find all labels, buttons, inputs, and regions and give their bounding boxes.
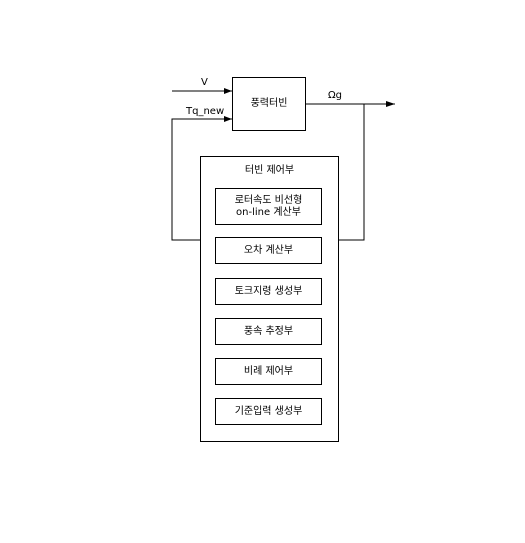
torque-command-label: 토크지령 생성부 bbox=[234, 285, 303, 297]
v-arrowhead bbox=[224, 88, 232, 94]
error-calc-module: 오차 계산부 bbox=[215, 237, 322, 264]
reference-input-label: 기준입력 생성부 bbox=[234, 405, 303, 417]
v-label: V bbox=[201, 77, 208, 88]
output-arrowhead bbox=[386, 101, 395, 107]
torque-command-module: 토크지령 생성부 bbox=[215, 278, 322, 305]
omega-label: Ωg bbox=[328, 90, 342, 101]
wind-speed-estimator-module: 풍속 추정부 bbox=[215, 318, 322, 345]
error-calc-label: 오차 계산부 bbox=[243, 244, 294, 256]
rotor-speed-calc-module: 로터속도 비선형 on-line 계산부 bbox=[215, 188, 322, 225]
tq-new-label: Tq_new bbox=[186, 106, 225, 117]
rotor-speed-calc-line1: 로터속도 비선형 bbox=[234, 194, 303, 206]
proportional-control-label: 비례 제어부 bbox=[243, 365, 294, 377]
wind-turbine-label: 풍력터빈 bbox=[250, 98, 288, 109]
wind-turbine-block: 풍력터빈 bbox=[232, 77, 306, 131]
feedback-line bbox=[339, 104, 365, 241]
proportional-control-module: 비례 제어부 bbox=[215, 358, 322, 385]
turbine-controller-title: 터빈 제어부 bbox=[244, 165, 295, 176]
tq-command-line bbox=[171, 118, 232, 241]
reference-input-module: 기준입력 생성부 bbox=[215, 398, 322, 425]
rotor-speed-calc-line2: on-line 계산부 bbox=[236, 206, 301, 218]
tq-arrowhead bbox=[224, 116, 232, 122]
wind-speed-estimator-label: 풍속 추정부 bbox=[243, 325, 294, 337]
